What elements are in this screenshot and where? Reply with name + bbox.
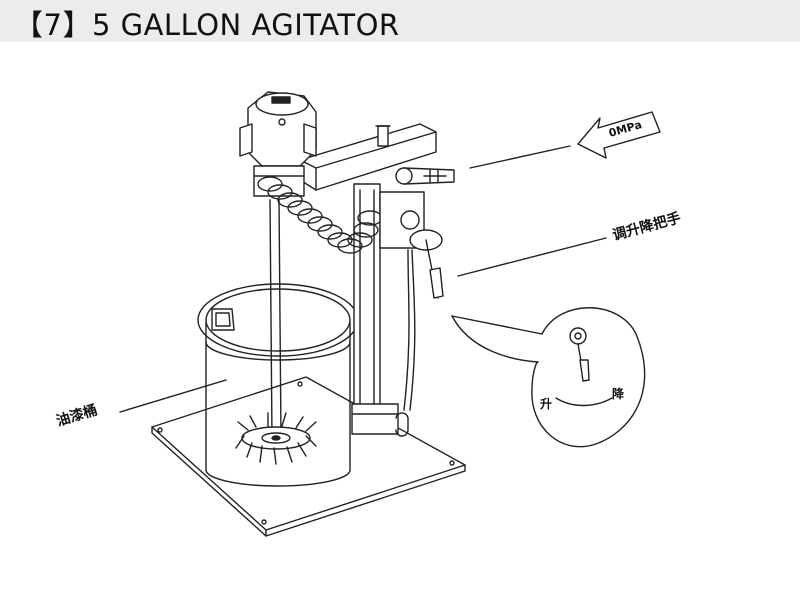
control-valve [379,167,455,299]
support-arm [299,123,437,191]
lift-column [351,183,416,437]
paint-bucket [197,283,359,487]
agitator-diagram: 0MPa 调升降把手 油漆桶 升 降 [54,91,683,537]
coiled-hose [257,176,383,254]
header-bar: 【7】5 GALLON AGITATOR [0,0,800,42]
down-label: 降 [612,386,625,401]
paint-bucket-label: 油漆桶 [54,401,99,430]
up-label: 升 [540,396,552,411]
paint-bucket-leader [119,379,227,413]
handle-detail-callout [451,307,646,448]
air-motor [239,91,317,197]
lift-handle-leader [457,237,607,277]
lift-handle-label: 调升降把手 [611,209,683,244]
mixer-impeller [235,199,317,465]
page-title: 【7】5 GALLON AGITATOR [14,8,400,42]
pressure-arrow [469,111,661,169]
base-plate [151,376,466,537]
